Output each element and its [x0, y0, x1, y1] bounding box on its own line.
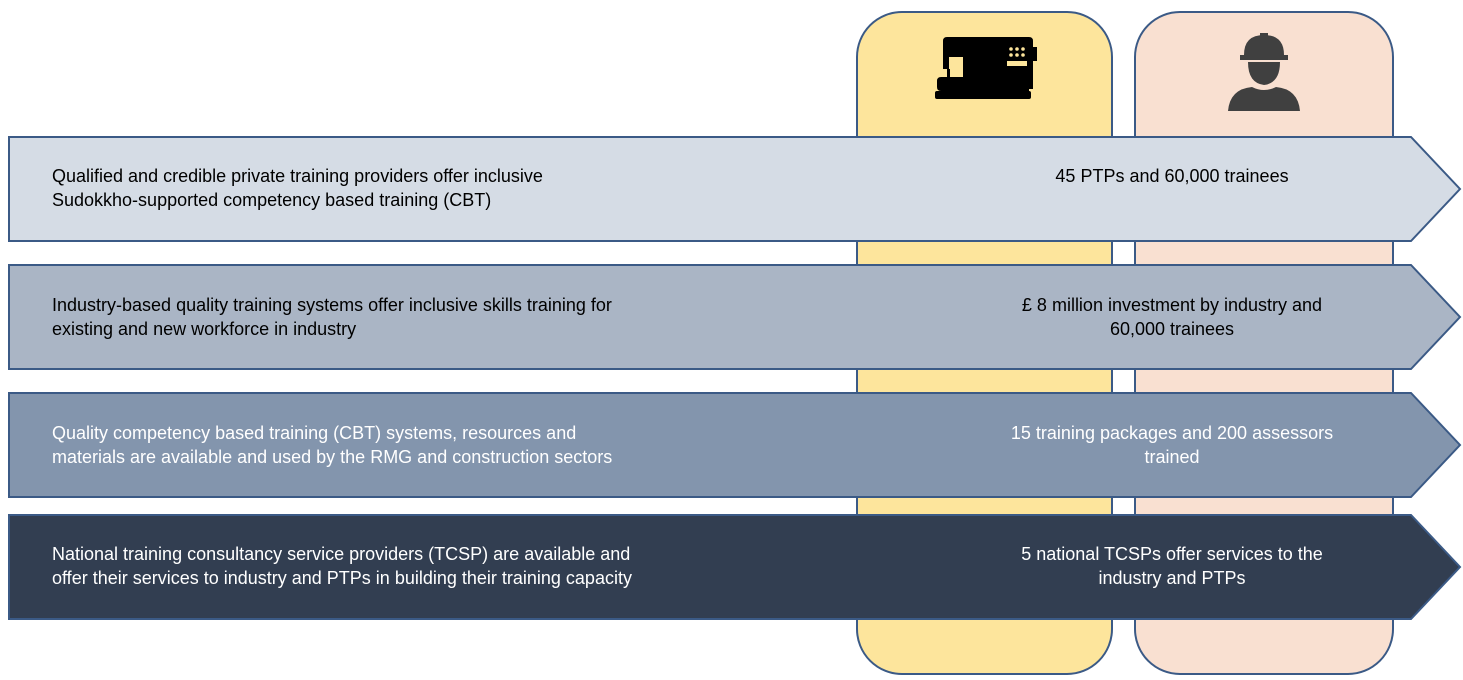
outcome-row-1-line-2: Sudokkho-supported competency based trai…	[52, 190, 492, 210]
outcome-row-3-line-2: materials are available and used by the …	[52, 447, 613, 467]
target-row-1-line-1: 45 PTPs and 60,000 trainees	[1055, 166, 1289, 186]
outcome-row-4-line-2: offer their services to industry and PTP…	[52, 568, 632, 588]
outcome-row-2: Industry-based quality training systems …	[52, 293, 852, 341]
outcome-row-4: National training consultancy service pr…	[52, 542, 852, 590]
outcome-row-1-line-1: Qualified and credible private training …	[52, 166, 543, 186]
target-row-2-line-1: £ 8 million investment by industry and	[1021, 295, 1323, 315]
target-row-4-line-1: 5 national TCSPs offer services to the	[1021, 544, 1323, 564]
target-row-2: £ 8 million investment by industry and 6…	[912, 293, 1432, 341]
target-row-1: 45 PTPs and 60,000 trainees	[912, 164, 1432, 188]
target-row-4-line-2: industry and PTPs	[1098, 568, 1246, 588]
outcome-row-2-line-2: existing and new workforce in industry	[52, 319, 357, 339]
target-row-2-line-2: 60,000 trainees	[1109, 319, 1235, 339]
target-row-4: 5 national TCSPs offer services to the i…	[912, 542, 1432, 590]
outcome-row-4-line-1: National training consultancy service pr…	[52, 544, 631, 564]
target-row-3: 15 training packages and 200 assessors t…	[912, 421, 1432, 469]
outcome-row-1: Qualified and credible private training …	[52, 164, 852, 212]
sewing-machine-icon	[934, 37, 1037, 99]
target-row-3-line-2: trained	[1144, 447, 1200, 467]
construction-worker-icon	[1228, 33, 1300, 111]
outcome-row-2-line-1: Industry-based quality training systems …	[52, 295, 612, 315]
outcome-row-3: Quality competency based training (CBT) …	[52, 421, 852, 469]
outcome-row-3-line-1: Quality competency based training (CBT) …	[52, 423, 577, 443]
target-row-3-line-1: 15 training packages and 200 assessors	[1010, 423, 1334, 443]
